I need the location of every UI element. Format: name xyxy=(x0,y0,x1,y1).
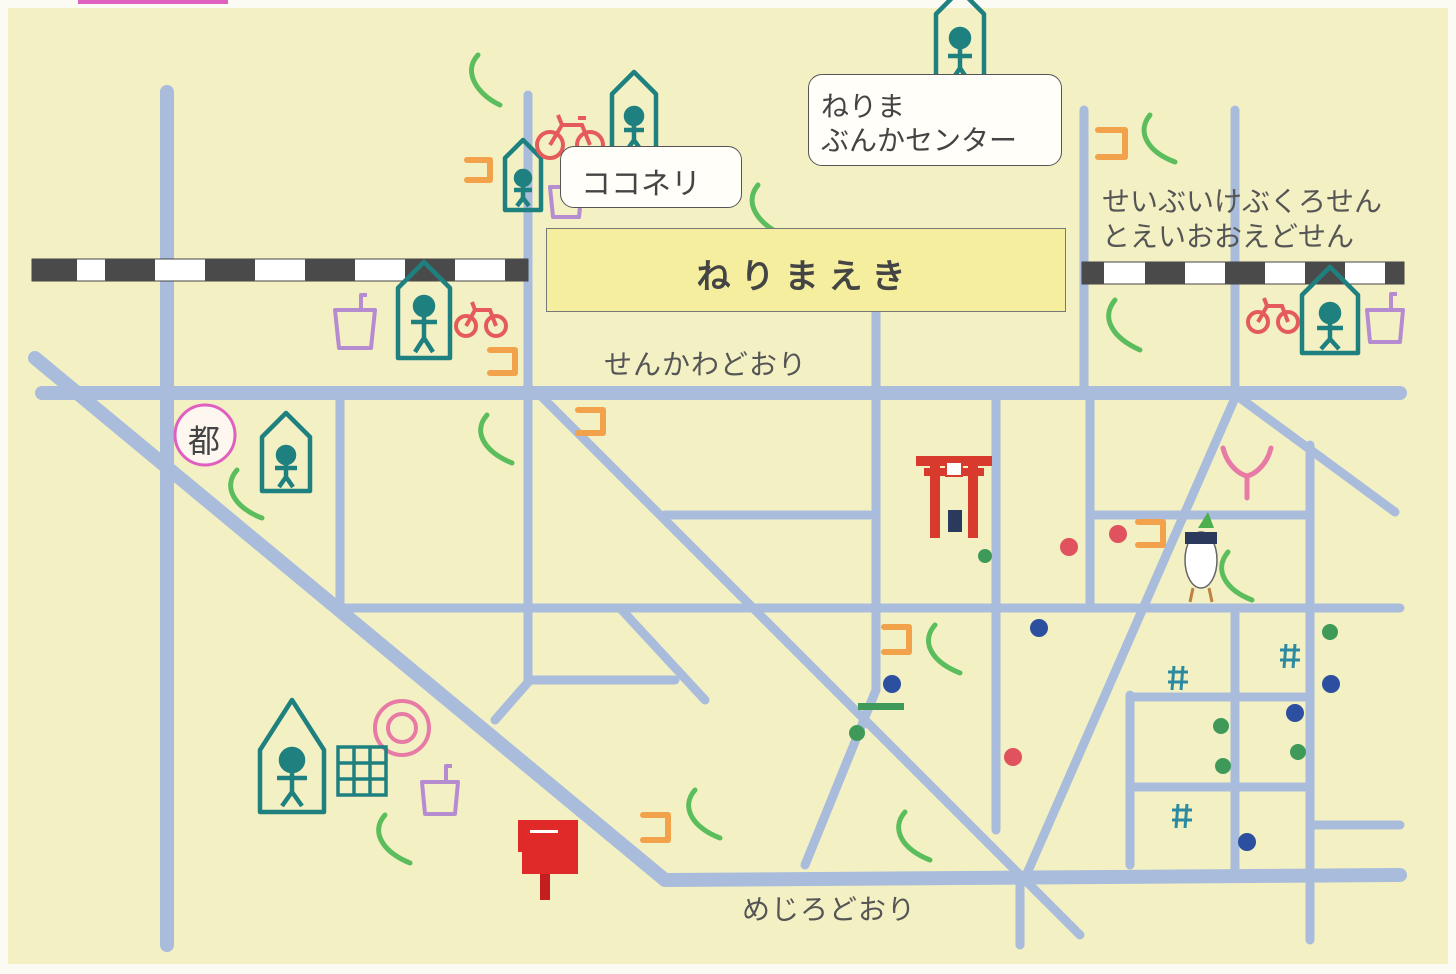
phone-icon xyxy=(469,52,503,108)
dot-marker-icon xyxy=(1030,619,1048,637)
phone-icon xyxy=(926,622,963,676)
convenience-store-icon xyxy=(640,812,671,843)
dot-marker-icon xyxy=(1322,624,1338,640)
y-marker-icon xyxy=(1220,445,1274,501)
trash-bin-icon xyxy=(420,764,460,816)
hash-icon xyxy=(1168,665,1188,691)
public-facility-icon xyxy=(1299,264,1361,356)
dot-marker-icon xyxy=(1290,744,1306,760)
road-diag-small xyxy=(615,603,710,705)
phone-icon xyxy=(1141,112,1178,165)
dot-marker-icon xyxy=(1004,748,1022,766)
roads xyxy=(28,85,1407,952)
bunka-center-line2: ぶんかセンター xyxy=(821,124,1018,157)
public-facility-icon xyxy=(933,0,987,89)
hash-icon xyxy=(1280,643,1300,669)
dot-marker-icon xyxy=(849,725,865,741)
road-spur-sw xyxy=(490,675,535,725)
station-label: ねりまえき xyxy=(696,257,916,297)
dot-markers xyxy=(849,525,1340,851)
convenience-store-icon xyxy=(487,347,518,376)
dot-marker-icon xyxy=(883,675,901,693)
road-diag-center xyxy=(535,390,1085,940)
dot-marker-icon xyxy=(1238,833,1256,851)
phone-icon xyxy=(478,412,515,466)
dot-marker-icon xyxy=(1286,704,1304,722)
bunka-center-label-box: ねりま ぶんかセンター xyxy=(808,74,1062,166)
phone-icon xyxy=(376,812,413,866)
road-diag-ne xyxy=(1235,393,1400,517)
public-facility-icon xyxy=(395,259,453,361)
road-mejiro xyxy=(658,868,1407,887)
railway-east xyxy=(1081,261,1405,285)
hash-icon xyxy=(1172,803,1192,829)
station-box: ねりまえき xyxy=(546,228,1066,312)
public-facility-icon xyxy=(609,69,659,157)
trash-bin-icon xyxy=(1365,292,1405,344)
dot-marker-icon xyxy=(1109,525,1127,543)
radish-mascot-icon xyxy=(1184,512,1218,603)
dot-marker-icon xyxy=(1215,758,1231,774)
phone-icon xyxy=(896,809,933,863)
bunka-center-line1: ねりま xyxy=(821,90,906,123)
coconeri-label-box: ココネリ xyxy=(560,146,742,208)
bicycle-parking-icon xyxy=(1246,297,1300,334)
road-diagonal-sw xyxy=(28,351,672,887)
dot-marker-icon xyxy=(978,549,992,563)
metro-ward-icon xyxy=(173,403,237,467)
phone-icon xyxy=(686,787,723,841)
school-icon xyxy=(336,745,388,797)
railway-west xyxy=(31,258,529,282)
top-edge-mark xyxy=(78,0,228,4)
minor-roads xyxy=(335,90,1405,950)
convenience-store-icon xyxy=(464,157,493,183)
public-facility-icons xyxy=(257,0,1361,815)
street-label-senkawa: せんかわどおり xyxy=(604,348,808,381)
mailbox-icon xyxy=(518,820,578,900)
convenience-store-icon xyxy=(1135,519,1166,548)
hash-markers xyxy=(1168,643,1300,829)
rail-line-label-2: とえいおおえどせん xyxy=(1102,220,1355,253)
phone-icon xyxy=(228,467,265,521)
shrine-torii-icon xyxy=(916,456,992,538)
phone-icon xyxy=(1106,297,1143,353)
convenience-store-icons xyxy=(464,127,1166,843)
dot-marker-icon xyxy=(1060,538,1078,556)
metro-ward-label: 都 xyxy=(188,422,221,460)
bicycle-icons xyxy=(454,114,1300,338)
street-label-mejiro: めじろどおり xyxy=(742,893,917,926)
rail-line-label-1: せいぶいけぶくろせん xyxy=(1102,185,1383,218)
dot-marker-icon xyxy=(1213,718,1229,734)
road-diag-south xyxy=(800,685,881,870)
road-diag-east xyxy=(1020,393,1240,883)
public-facility-icon xyxy=(257,697,327,815)
phone-icon xyxy=(1219,549,1255,603)
dot-marker-icon xyxy=(1322,675,1340,693)
public-facility-icon xyxy=(502,137,544,213)
convenience-store-icon xyxy=(1095,127,1128,160)
post-office-icon xyxy=(373,699,431,757)
convenience-store-icon xyxy=(575,407,606,436)
bus-stop-bar-icon xyxy=(858,703,904,710)
trash-bin-icon xyxy=(333,293,377,350)
bicycle-parking-icon xyxy=(454,301,508,338)
convenience-store-icon xyxy=(881,624,912,655)
public-facility-icon xyxy=(259,410,313,494)
coconeri-label: ココネリ xyxy=(581,167,701,202)
